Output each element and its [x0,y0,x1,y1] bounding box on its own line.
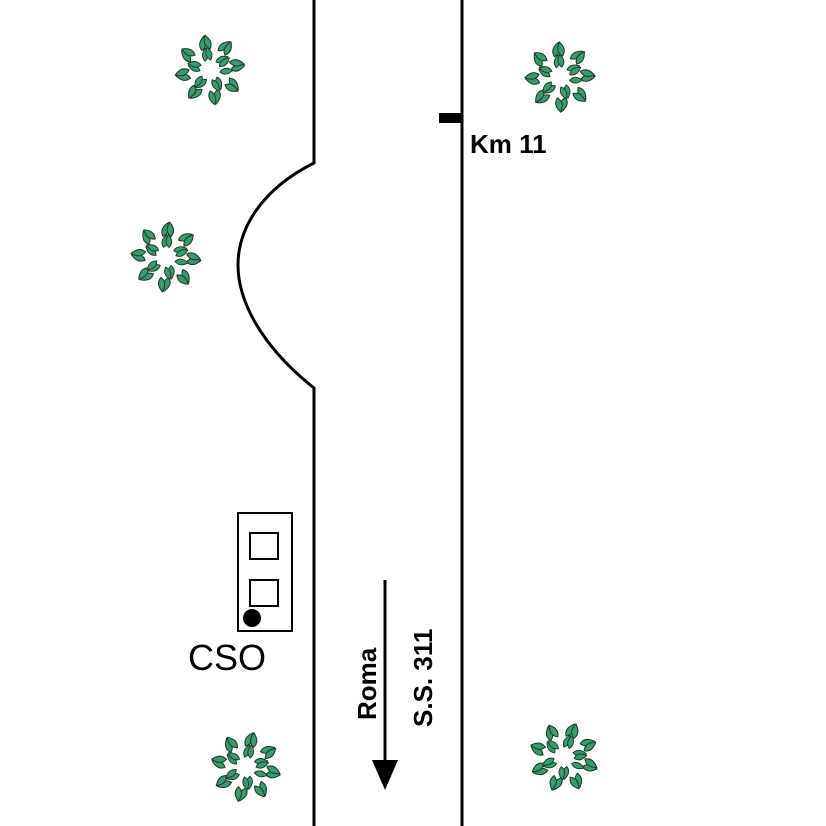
station-building-icon [237,512,293,632]
tree-icon [211,732,281,802]
road-left-edge [236,0,316,826]
tree-icon [530,723,598,791]
station-label: CSO [188,637,266,678]
tree-icon [524,41,596,113]
direction-label: Roma [352,647,382,720]
trees [130,34,598,802]
arrow-down-icon [372,760,398,790]
station-point-icon [243,609,261,627]
tree-icon [130,221,202,293]
road-label: S.S. 311 [408,629,438,727]
km-marker-label: Km 11 [470,129,547,159]
km-marker-icon [439,113,463,123]
tree-icon [174,34,246,106]
